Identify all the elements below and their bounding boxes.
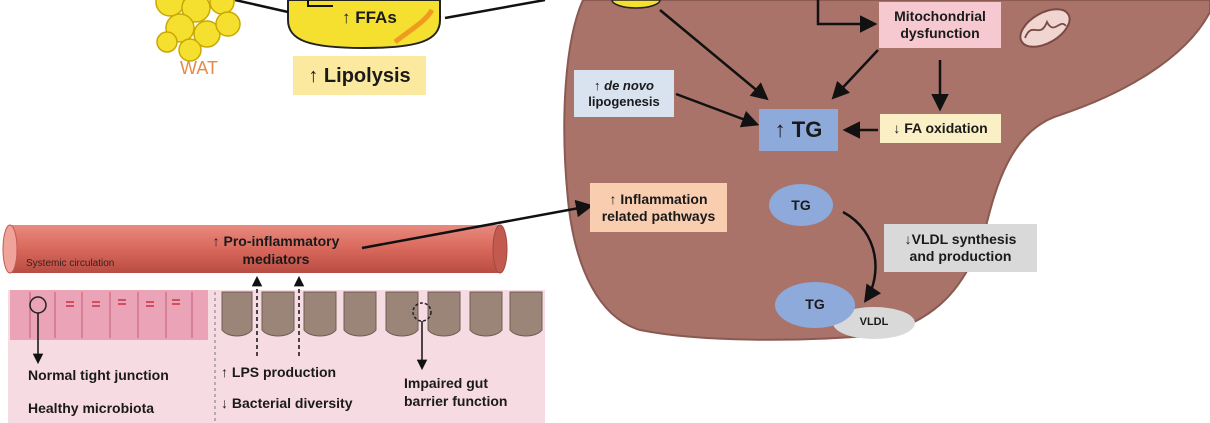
tg-vldl-ellipse xyxy=(775,282,855,328)
tg-vldl-vldl-label: VLDL xyxy=(859,316,889,329)
liver-shape xyxy=(563,0,1210,341)
impaired-gut-barrier-label: Impaired gut barrier function xyxy=(404,375,508,410)
arrow-tg-to-vldl xyxy=(842,210,882,303)
tg-vldl-tg-label: TG xyxy=(805,295,825,312)
mediators-label: ↑ Pro-inflammatory mediators xyxy=(196,232,356,268)
mitochondrial-dysfunction-box: Mitochondrial dysfunction xyxy=(879,2,1001,48)
ffa-label: ↑ FFAs xyxy=(342,8,397,27)
impaired-epithelium xyxy=(221,291,543,337)
fa-oxidation-box: ↓ FA oxidation xyxy=(880,114,1001,143)
lipogenesis-text: lipogenesis xyxy=(588,93,660,109)
arrow-ffa-to-liver xyxy=(444,0,546,20)
blood-vessel xyxy=(2,224,508,274)
normal-tight-junction-label: Normal tight junction xyxy=(28,367,169,383)
arrow-wat-to-adipocyte xyxy=(234,0,289,14)
arrow-top-to-tg xyxy=(659,9,769,101)
white-adipose-tissue-icon xyxy=(155,0,241,62)
systemic-circulation-label: Systemic circulation xyxy=(26,258,115,269)
arrow-to-mito xyxy=(816,0,878,33)
de-novo-lipogenesis-box: ↑ de novo lipogenesis xyxy=(574,70,674,117)
barrier-gap-marker xyxy=(412,302,432,322)
de-novo-arrow: ↑ xyxy=(594,77,601,93)
arrow-mediators-to-inflammation xyxy=(361,199,594,250)
arrow-denovo-to-tg xyxy=(675,92,760,128)
incoming-ffa-icon xyxy=(611,0,661,9)
adipocyte-icon xyxy=(287,0,441,50)
wat-label: WAT xyxy=(180,58,218,78)
arrow-mito-to-tg xyxy=(831,49,879,100)
mitochondrion-icon xyxy=(1019,8,1071,48)
healthy-microbiota-label: Healthy microbiota xyxy=(28,400,155,416)
tg-ellipse-label: TG xyxy=(791,196,811,213)
inflammation-box: ↑ Inflammation related pathways xyxy=(590,183,727,232)
mediators-line2: mediators xyxy=(242,251,310,268)
lipolysis-box: ↑ Lipolysis xyxy=(293,56,426,95)
tg-ellipse xyxy=(769,184,833,226)
vldl-ellipse xyxy=(833,307,915,339)
de-novo-italic: de novo xyxy=(604,77,654,93)
mediators-line1: ↑ Pro-inflammatory xyxy=(212,233,340,249)
bacterial-diversity-label: ↓ Bacterial diversity xyxy=(221,395,353,411)
lps-production-label: ↑ LPS production xyxy=(221,364,337,380)
tg-increase-box: ↑ TG xyxy=(759,109,838,151)
vldl-synthesis-box: ↓VLDL synthesis and production xyxy=(884,224,1037,272)
